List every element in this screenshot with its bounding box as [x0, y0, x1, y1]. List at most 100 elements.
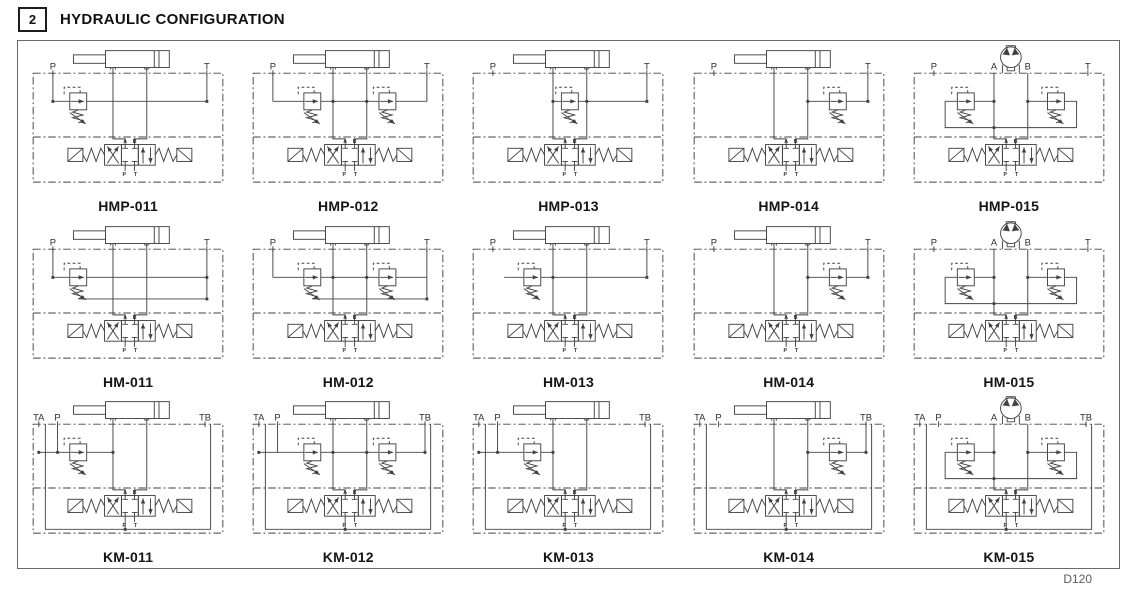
svg-text:P: P	[50, 60, 56, 71]
cylinder-symbol	[513, 401, 611, 425]
relief-valve-symbol	[951, 262, 975, 300]
svg-text:P: P	[270, 60, 276, 71]
svg-text:P: P	[715, 412, 721, 423]
subplate-envelope	[913, 72, 1105, 183]
tank-return-lines	[485, 424, 652, 532]
svg-text:A: A	[564, 315, 568, 321]
cylinder-symbol	[73, 50, 170, 74]
diagram-label: HMP-012	[318, 198, 379, 214]
page-code: D120	[1063, 572, 1092, 586]
svg-text:A: A	[344, 490, 348, 496]
svg-text:A: A	[123, 139, 127, 145]
relief-valve-symbol	[1041, 86, 1065, 125]
svg-text:P: P	[931, 60, 937, 71]
relief-valve-symbol	[822, 262, 847, 300]
diagram-label: KM-011	[102, 549, 154, 566]
diagram-label: HM-014	[763, 373, 815, 390]
diagram-cell-KM-014: TA P AB TB AB P T KM-014	[679, 392, 899, 568]
svg-text:A: A	[123, 315, 127, 321]
diagram-grid: PABTABPTHMP-011PABTABPTHMP-012PABTABPTHM…	[18, 41, 1119, 568]
svg-text:TA: TA	[694, 412, 706, 423]
svg-text:B: B	[133, 139, 137, 145]
svg-text:P: P	[50, 236, 56, 247]
diagram-label: KM-014	[763, 549, 815, 566]
svg-text:T: T	[795, 523, 799, 529]
svg-text:B: B	[353, 139, 357, 145]
cylinder-symbol	[733, 50, 831, 74]
svg-text:T: T	[644, 60, 650, 71]
svg-text:TB: TB	[639, 412, 651, 423]
subplate-envelope	[252, 72, 444, 183]
svg-text:T: T	[354, 523, 358, 529]
svg-text:B: B	[133, 315, 137, 321]
relief-valve-symbol	[1041, 262, 1065, 300]
subplate-envelope	[693, 72, 884, 183]
relief-valve-symbol	[951, 438, 975, 476]
svg-text:T: T	[1085, 236, 1091, 247]
svg-text:P: P	[1003, 172, 1007, 178]
svg-text:P: P	[1003, 348, 1007, 354]
svg-text:P: P	[783, 523, 787, 529]
svg-text:P: P	[563, 348, 567, 354]
svg-text:B: B	[1025, 412, 1031, 423]
subplate-envelope	[473, 72, 664, 183]
svg-text:T: T	[574, 348, 578, 354]
svg-text:B: B	[793, 490, 797, 496]
cylinder-symbol	[293, 401, 391, 425]
svg-text:B: B	[1014, 490, 1018, 496]
svg-text:P: P	[270, 236, 276, 247]
svg-text:P: P	[495, 412, 501, 423]
relief-valve-symbol	[555, 86, 580, 125]
diagram-label: HM-011	[102, 373, 154, 390]
svg-text:B: B	[1014, 315, 1018, 321]
svg-text:P: P	[123, 523, 127, 529]
relief-valve-symbol	[373, 438, 397, 476]
section-number-box: 2	[18, 7, 47, 32]
svg-text:T: T	[574, 523, 578, 529]
svg-text:TA: TA	[474, 412, 486, 423]
svg-text:TA: TA	[914, 412, 926, 423]
page-title: HYDRAULIC CONFIGURATION	[60, 11, 285, 28]
diagram-label: KM-013	[542, 549, 594, 566]
svg-text:B: B	[1025, 236, 1031, 247]
svg-text:TA: TA	[253, 412, 265, 423]
relief-valve-symbol	[518, 262, 542, 300]
relief-valve-symbol	[373, 262, 397, 300]
hydraulic-schematic: TA P AB TB AB P T	[693, 401, 884, 534]
svg-text:T: T	[134, 523, 138, 529]
subplate-envelope	[32, 424, 224, 534]
svg-text:P: P	[710, 60, 716, 71]
svg-text:TB: TB	[860, 412, 872, 423]
svg-text:B: B	[573, 315, 577, 321]
tank-return-lines	[265, 424, 432, 532]
svg-text:P: P	[935, 412, 941, 423]
svg-text:T: T	[865, 236, 871, 247]
relief-valve-symbol	[63, 86, 88, 125]
svg-text:T: T	[1015, 172, 1019, 178]
diagram-label: HM-012	[322, 373, 374, 390]
svg-text:B: B	[1025, 60, 1031, 71]
svg-text:P: P	[710, 236, 716, 247]
svg-text:A: A	[784, 490, 788, 496]
svg-text:A: A	[1004, 139, 1008, 145]
svg-text:P: P	[343, 172, 347, 178]
